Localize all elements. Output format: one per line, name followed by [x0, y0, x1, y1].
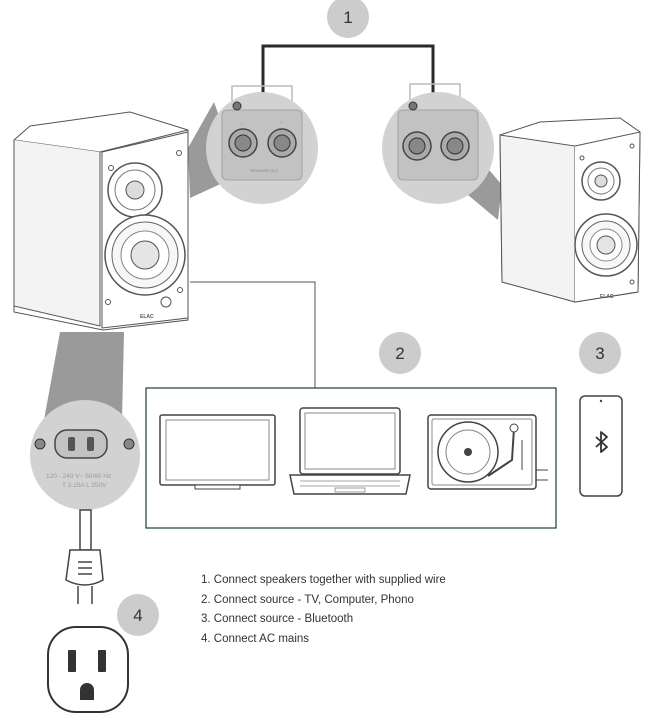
power-rating-line-1: 120 - 240 V~ 50/60 Hz	[46, 473, 111, 480]
tv-icon	[159, 414, 276, 490]
turntable-icon	[427, 414, 548, 490]
step-4-text: 4. Connect AC mains	[201, 633, 309, 645]
speaker-wire-pair	[231, 85, 293, 104]
svg-text:4: 4	[133, 606, 142, 625]
power-inlet-zoom: 120 - 240 V~ 50/60 Hz T 3.15A L 250V	[30, 400, 140, 510]
speaker-out-label: SPEAKER OUT	[250, 168, 279, 173]
left-speaker-logo: ELAC	[140, 314, 154, 320]
speaker-wire-pair-right	[409, 83, 461, 104]
badge-2: 2	[379, 332, 421, 374]
badge-3: 3	[579, 332, 621, 374]
terminal-plus-label: +	[280, 120, 283, 125]
terminal-minus-label: —	[240, 120, 244, 125]
step-1-text: 1. Connect speakers together with suppli…	[201, 574, 446, 586]
source-connection-line	[190, 281, 316, 388]
power-plug-icon	[65, 509, 104, 604]
wall-outlet-icon	[47, 626, 129, 713]
right-terminal-zoom	[382, 92, 494, 204]
right-speaker-logo: ELAC	[600, 294, 614, 300]
bluetooth-icon	[595, 431, 608, 453]
phone-icon	[579, 395, 623, 497]
svg-text:3: 3	[595, 344, 604, 363]
badge-4: 4	[117, 594, 159, 636]
badge-1: 1	[327, 0, 369, 38]
left-speaker: ELAC	[13, 111, 189, 331]
step-3-text: 3. Connect source - Bluetooth	[201, 613, 353, 625]
instructions-list: 1. Connect speakers together with suppli…	[201, 574, 446, 645]
svg-text:1: 1	[343, 8, 352, 27]
svg-text:2: 2	[395, 344, 404, 363]
power-rating-line-2: T 3.15A L 250V	[62, 482, 107, 489]
zoom-cone-power-inlet	[44, 332, 124, 420]
laptop-icon	[289, 407, 411, 495]
step-2-text: 2. Connect source - TV, Computer, Phono	[201, 594, 414, 606]
left-terminal-zoom: — + SPEAKER OUT	[206, 92, 318, 204]
right-speaker: ELAC	[499, 117, 641, 303]
